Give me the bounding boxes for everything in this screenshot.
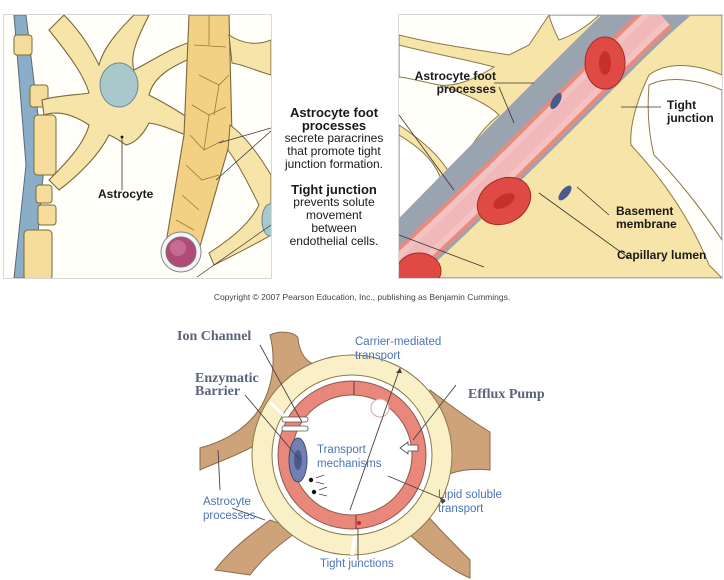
tight-junction-leader	[196, 224, 271, 278]
left-vessel-endfeet	[13, 34, 57, 278]
bottom-leader-lines	[217, 344, 457, 560]
foot-processes-title-line1: Astrocyte foot	[289, 105, 379, 120]
label-tight-junction-line1: Tight	[667, 98, 697, 112]
foot-process-leader-2	[215, 130, 271, 181]
label-astrocyte-foot-processes: Astrocyte foot processes	[401, 70, 496, 95]
tight-junction-desc-line4: endothelial cells.	[289, 234, 379, 248]
foot-process-leader-1	[218, 127, 271, 144]
label-lipid-soluble: Lipid soluble transport	[438, 488, 502, 516]
label-carrier-mediated-line1: Carrier-mediated	[355, 336, 442, 348]
endothelial-nucleus	[550, 92, 562, 110]
label-astrocyte-processes: Astrocyte processes	[203, 495, 255, 523]
label-lipid-soluble-line1: Lipid soluble	[438, 489, 502, 501]
tight-junction-marker	[357, 521, 361, 525]
capillary-detail-illustration	[399, 15, 722, 278]
label-carrier-mediated: Carrier-mediated transport	[355, 335, 441, 363]
label-astrocyte: Astrocyte	[98, 187, 154, 201]
label-basement-membrane-line2: membrane	[616, 216, 677, 231]
astrocyte-nucleus	[99, 62, 139, 108]
label-transport-mechanisms-line1: Transport	[317, 444, 366, 456]
astrocyte-network-panel: Astrocyte	[3, 14, 272, 279]
label-enzymatic-barrier: Enzymatic Barrier	[195, 371, 259, 399]
left-vessel	[13, 15, 45, 278]
foot-processes-desc-line2: that promote tight	[287, 144, 381, 158]
label-lipid-soluble-line2: transport	[438, 503, 484, 515]
label-tight-junction: Tight junction	[667, 99, 714, 124]
label-astrocyte-processes-line2: processes	[203, 510, 256, 522]
foot-processes-desc-line3: junction formation.	[284, 157, 384, 171]
label-astrocyte-processes-line1: Astrocyte	[203, 496, 251, 508]
tight-junction-desc-line2: movement	[305, 208, 363, 222]
tight-junction-desc-line3: between	[311, 221, 357, 235]
foot-processes-desc-line1: secrete paracrines	[284, 131, 384, 145]
arrow-head	[440, 498, 446, 504]
label-transport-mechanisms: Transport mechanisms	[317, 443, 382, 471]
red-blood-cells	[399, 36, 626, 278]
capillary-detail-panel: Astrocyte foot processes Tight junction …	[398, 14, 723, 279]
label-basement-membrane: Basement membrane	[616, 205, 677, 230]
label-foot-processes-line2: processes	[436, 81, 496, 96]
arrow-head	[396, 368, 402, 373]
label-ion-channel: Ion Channel	[177, 329, 252, 344]
astrocyte-network-illustration	[13, 15, 271, 278]
bbb-cross-section-diagram	[199, 331, 491, 579]
label-tight-junctions: Tight junctions	[320, 558, 394, 570]
label-foot-processes-line1: Astrocyte foot	[414, 69, 496, 83]
tight-junction-title: Tight junction	[291, 182, 377, 197]
label-enzymatic-barrier-line1: Enzymatic	[195, 371, 259, 386]
label-carrier-mediated-line2: transport	[355, 350, 401, 362]
copyright-notice: Copyright © 2007 Pearson Education, Inc.…	[213, 292, 511, 302]
label-tight-junction-line2: junction	[667, 110, 714, 125]
middle-annotation: Astrocyte foot processes secrete paracri…	[272, 106, 396, 248]
foot-processes-title-line2: processes	[301, 118, 367, 133]
neighbor-nucleus	[261, 203, 271, 237]
label-transport-mechanisms-line2: mechanisms	[317, 458, 382, 470]
label-basement-membrane-line1: Basement	[616, 204, 674, 218]
leader-lines	[399, 82, 661, 268]
enzyme-markers	[308, 474, 328, 497]
label-enzymatic-barrier-line2: Barrier	[195, 384, 241, 399]
endfeet-mosaic	[175, 15, 230, 231]
label-efflux-pump: Efflux Pump	[468, 387, 545, 402]
endothelial-nucleus	[558, 185, 572, 201]
tight-junction-desc-line1: prevents solute	[293, 195, 375, 209]
efflux-pump-icon	[399, 441, 419, 455]
label-capillary-lumen: Capillary lumen	[617, 248, 707, 262]
